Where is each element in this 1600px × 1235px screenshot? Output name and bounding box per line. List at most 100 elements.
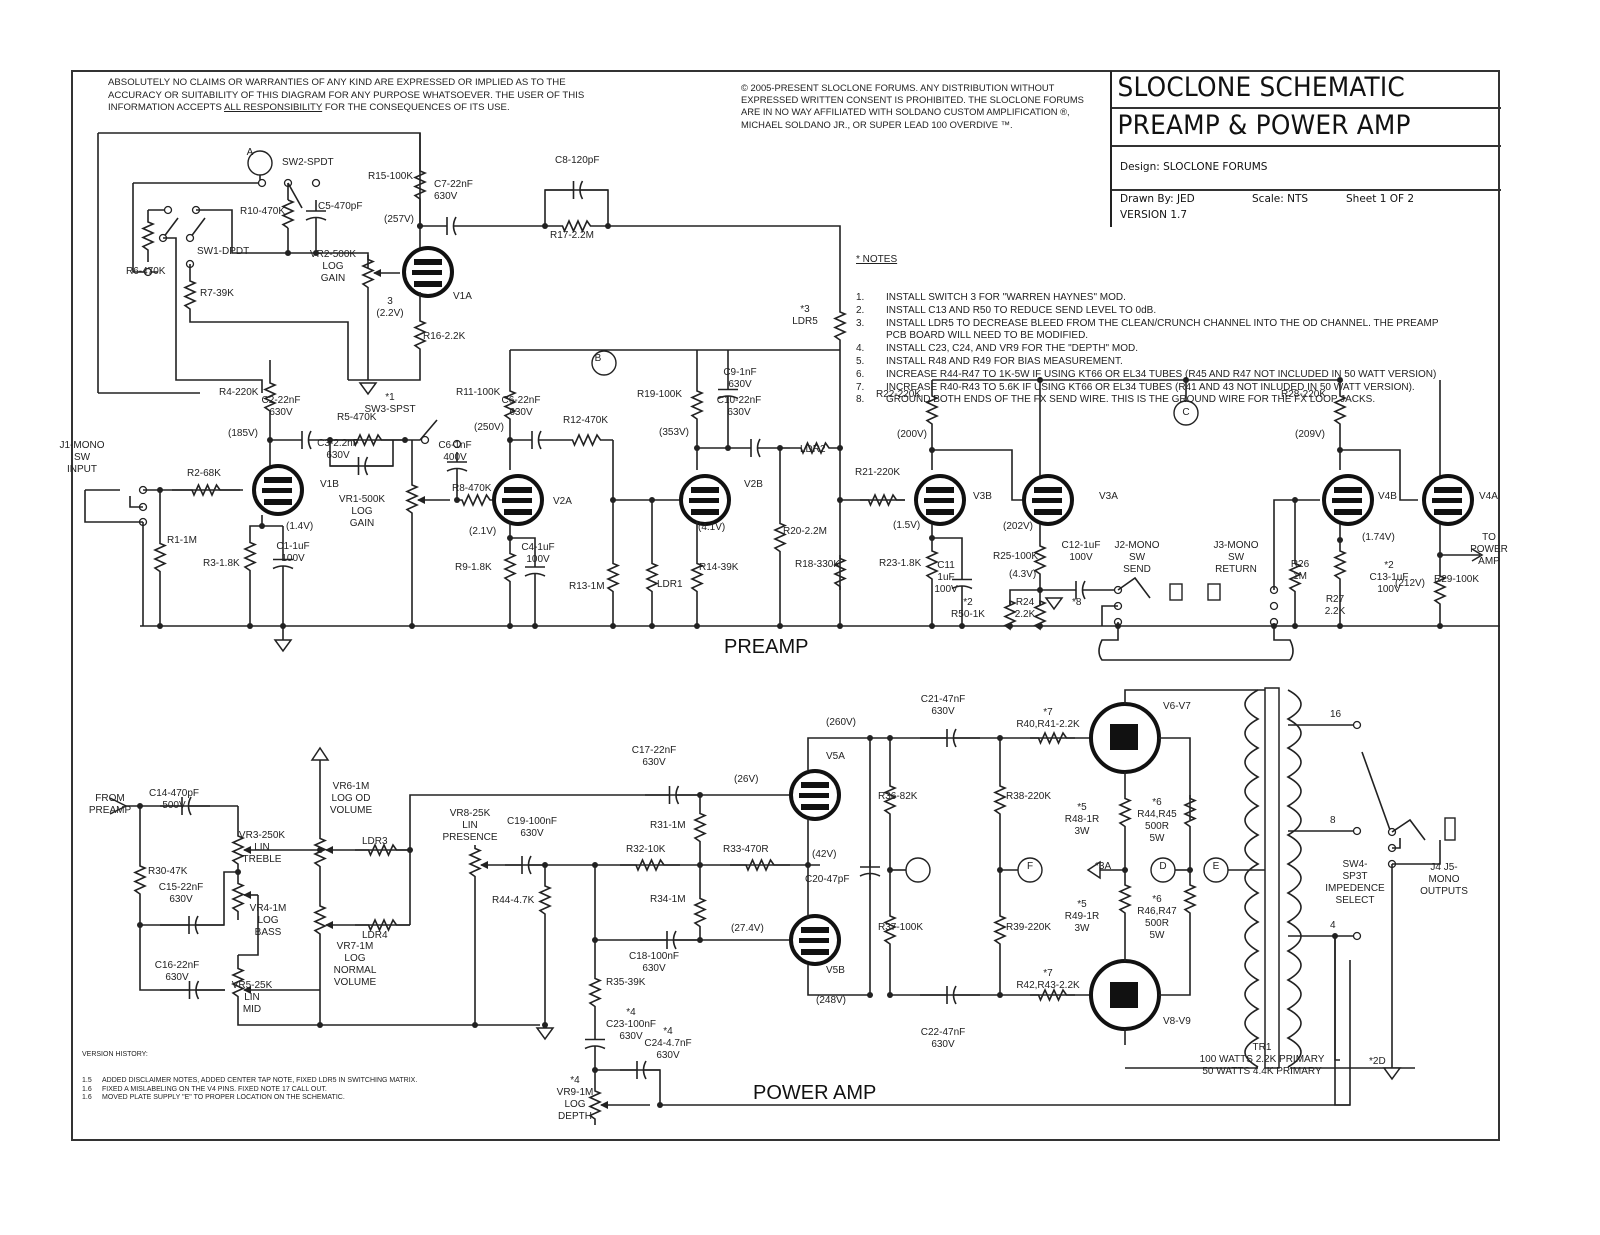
- tube-cathode: [264, 499, 292, 505]
- wire: [807, 965, 870, 996]
- junction-dot: [1337, 623, 1343, 629]
- output-jack-icon: [1444, 817, 1456, 841]
- label-r3: R3-1.8K: [203, 558, 240, 569]
- wire: [1159, 918, 1191, 996]
- label-c13: *2 C13-1uF 100V: [1369, 560, 1409, 595]
- wire: [1009, 589, 1040, 605]
- tube-cathode: [926, 509, 954, 515]
- note-item: 2.INSTALL C13 AND R50 TO REDUCE SEND LEV…: [856, 305, 1439, 318]
- label-tr1: TR1 100 WATTS 2.2K PRIMARY 50 WATTS 4.4K…: [1199, 1042, 1325, 1077]
- resistor-icon: [925, 395, 940, 425]
- resistor-icon: [183, 280, 198, 310]
- resistor-icon: [153, 540, 168, 575]
- label-r14: R14-39K: [699, 562, 739, 573]
- resistor-icon: [243, 538, 258, 575]
- label-from_pre: FROM PREAMP: [88, 793, 132, 816]
- junction-dot: [1292, 623, 1298, 629]
- label-r50: *2 R50-1K: [951, 597, 985, 620]
- label-v14: (1.4V): [286, 521, 314, 532]
- wiper-arrow: [243, 846, 251, 854]
- terminal: [1352, 931, 1362, 941]
- label-v174: (1.74V): [1362, 532, 1395, 543]
- version-number: 1.6: [82, 1094, 92, 1102]
- junction-dot: [532, 623, 538, 629]
- tube-element: [1110, 724, 1138, 750]
- wire: [196, 209, 288, 254]
- label-v67: V6-V7: [1163, 701, 1191, 712]
- label-r40: *7 R40,R41-2.2K: [1016, 707, 1080, 730]
- wire: [1392, 838, 1401, 849]
- label-v21: (2.1V): [469, 526, 497, 537]
- tube-cathode: [691, 509, 719, 515]
- junction-dot: [837, 445, 843, 451]
- resistor-icon: [1030, 731, 1075, 746]
- resistor-icon: [1183, 880, 1198, 918]
- resistor-icon: [361, 255, 376, 292]
- note-text: INSTALL C23, C24, AND VR9 FOR THE "DEPTH…: [886, 343, 1138, 355]
- label-ldr3: LDR3: [362, 836, 388, 847]
- label-v274: (27.4V): [731, 923, 764, 934]
- resistor-icon: [560, 433, 613, 448]
- label-vr5: VR5-25K LIN MID: [231, 980, 273, 1015]
- tube-grid: [1332, 498, 1362, 503]
- label-r1: R1-1M: [167, 535, 198, 546]
- label-r48: *5 R48-1R 3W: [1064, 802, 1100, 837]
- resistor-icon: [405, 480, 420, 518]
- label-c20: C20-47pF: [805, 874, 850, 885]
- label-r6: R6-470K: [126, 266, 166, 277]
- tube-plate: [926, 487, 954, 493]
- label-r28: R28-220K: [1281, 389, 1327, 400]
- label-r49: *5 R49-1R 3W: [1064, 899, 1100, 934]
- note-item: 8.GROUND BOTH ENDS OF THE FX SEND WIRE. …: [856, 394, 1439, 407]
- label-c11: C11 1uF 100V: [934, 560, 958, 595]
- label-v257: (257V): [384, 214, 415, 225]
- wire: [510, 537, 536, 555]
- tube-plate: [691, 487, 719, 493]
- note-text: INSTALL LDR5 TO DECREASE BLEED FROM THE …: [886, 317, 1439, 329]
- label-c4: C4-1uF 100V: [521, 542, 555, 565]
- label-v3a: V3A: [1099, 491, 1118, 502]
- label-r31: R31-1M: [650, 820, 686, 831]
- label-vr1: VR1-500K LOG GAIN: [338, 494, 386, 529]
- node-tag-C: [905, 857, 931, 883]
- label-sw4: SW4- SP3T IMPEDENCE SELECT: [1325, 859, 1385, 906]
- resistor-icon: [231, 830, 246, 870]
- label-r9: R9-1.8K: [455, 562, 492, 573]
- terminal: [420, 435, 430, 445]
- label-c6b: C6-22nF 630V: [501, 395, 541, 418]
- wire: [189, 217, 206, 239]
- terminal: [185, 233, 195, 243]
- wire: [129, 496, 143, 508]
- label-v15: (1.5V): [893, 520, 921, 531]
- junction-dot: [542, 1022, 548, 1028]
- label-r2: R2-68K: [187, 468, 221, 479]
- label-ldr5: *3 LDR5: [792, 304, 818, 327]
- resistor-icon: [993, 910, 1008, 950]
- schematic-subtitle: PREAMP & POWER AMP: [1117, 110, 1411, 141]
- resistor-icon: [263, 380, 278, 414]
- label-c2: C2-22nF 630V: [261, 395, 301, 418]
- junction-dot: [507, 623, 513, 629]
- junction-dot: [417, 223, 423, 229]
- version-number: 1.5: [82, 1076, 92, 1084]
- label-c9: C9-1nF 630V: [723, 367, 757, 390]
- junction-dot: [694, 623, 700, 629]
- wiper-arrow: [373, 269, 381, 277]
- label-n8: *8: [1072, 597, 1082, 608]
- tube-grid: [262, 488, 292, 493]
- label-v43: (4.3V): [1009, 569, 1037, 580]
- label-v212: (212V): [1395, 578, 1426, 589]
- label-vr7: VR7-1M LOG NORMAL VOLUME: [333, 941, 377, 988]
- resistor-icon: [1033, 545, 1048, 575]
- version-history-header: VERSION HISTORY:: [82, 1051, 148, 1059]
- tube-cathode: [801, 804, 829, 810]
- resistor-icon: [730, 858, 790, 873]
- wire: [1117, 576, 1151, 599]
- label-v5a: V5A: [826, 751, 845, 762]
- label-r39: R39-220K: [1006, 922, 1052, 933]
- label-v4a: V4A: [1479, 491, 1498, 502]
- junction-dot: [610, 623, 616, 629]
- send-jack-icon: [1169, 583, 1183, 601]
